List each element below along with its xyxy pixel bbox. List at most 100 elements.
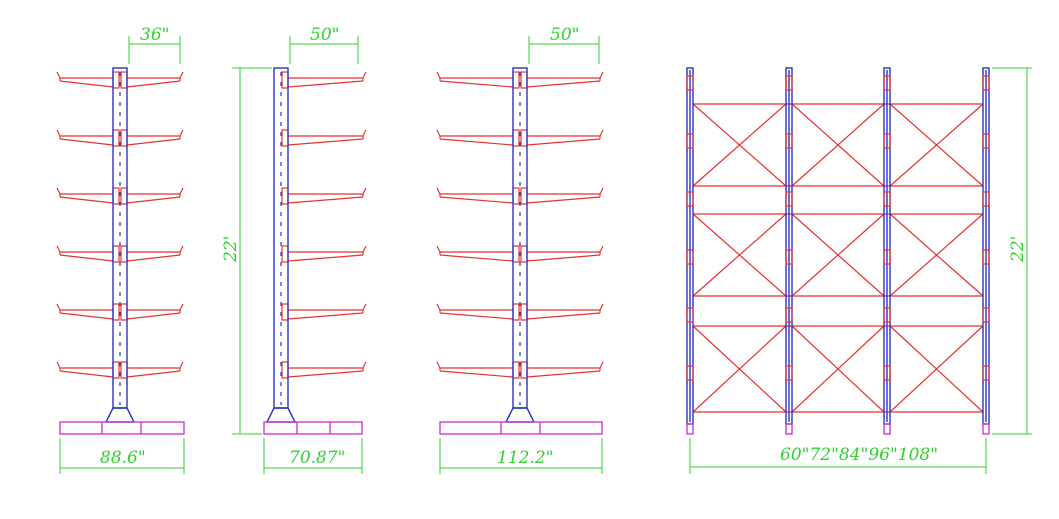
arm-left-5: [436, 303, 520, 321]
front-arm-6: [982, 365, 990, 381]
front-view: 22' 60"72"84"96"108": [686, 67, 1032, 474]
arm-right-2: [120, 129, 184, 147]
arm-bracket: [112, 245, 120, 263]
unit-1-arm-label: 36": [140, 25, 169, 45]
arm-left-4: [56, 245, 120, 263]
arm-bottom: [126, 312, 181, 320]
arm-bracket: [281, 71, 289, 89]
arm-bottom: [126, 80, 181, 88]
arm-lip: [599, 361, 604, 369]
arm-right-6: [281, 361, 367, 379]
brace-x-bay1-panel2-b: [692, 213, 787, 297]
brace-x-bay1-panel3-b: [692, 325, 787, 413]
arm-lip: [179, 187, 184, 195]
arm-bottom: [59, 196, 114, 204]
arm-lip: [599, 129, 604, 137]
arm-lip: [436, 361, 441, 369]
arm-right-3: [120, 187, 184, 205]
arm-bracket: [520, 361, 528, 379]
brace-x-bay3-panel1-b: [889, 103, 984, 187]
unit-2-height-label: 22': [221, 236, 241, 263]
arm-lip: [56, 361, 61, 369]
unit-2-height-dimension: 22': [221, 67, 272, 435]
brace-x-bay2-panel2-b: [791, 213, 885, 297]
front-column-3: [883, 67, 891, 435]
unit-1-column: [104, 67, 136, 423]
brace-x-bay3-panel2-b: [889, 213, 984, 297]
front-arm-4: [686, 249, 694, 265]
arm-lip: [362, 303, 367, 311]
arm-lip: [436, 303, 441, 311]
unit-2-arm-dimension: 50": [289, 25, 359, 64]
arm-bracket: [120, 129, 128, 147]
front-arm-3: [686, 191, 694, 207]
front-arm-1: [686, 75, 694, 91]
front-arm-5: [785, 307, 793, 323]
arm-right-1: [120, 71, 184, 89]
arm-right-6: [520, 361, 604, 379]
unit-3-arm-label: 50": [550, 25, 579, 45]
arm-lip: [436, 187, 441, 195]
front-arm-2: [686, 133, 694, 149]
front-arm-2: [982, 133, 990, 149]
front-column-foot: [686, 423, 694, 435]
front-view-width-label: 60"72"84"96"108": [780, 445, 938, 465]
arm-bracket: [512, 187, 520, 205]
front-arm-6: [883, 365, 891, 381]
arm-lip: [179, 71, 184, 79]
arm-bracket: [112, 129, 120, 147]
arm-lip: [179, 303, 184, 311]
arm-bracket: [112, 361, 120, 379]
arm-left-3: [436, 187, 520, 205]
arm-bracket: [512, 361, 520, 379]
arm-bracket: [281, 303, 289, 321]
arm-lip: [436, 129, 441, 137]
arm-bracket: [520, 245, 528, 263]
arm-right-1: [520, 71, 604, 89]
arm-bracket: [281, 245, 289, 263]
arm-bracket: [512, 71, 520, 89]
arm-bracket: [120, 71, 128, 89]
unit-1-base: [59, 421, 185, 435]
arm-bracket: [512, 245, 520, 263]
unit-1-base-dimension: 88.6": [59, 438, 185, 474]
brace-x-bay1-panel1-b: [692, 103, 787, 187]
arm-right-4: [520, 245, 604, 263]
arm-right-5: [520, 303, 604, 321]
arm-bracket: [512, 303, 520, 321]
arm-left-2: [56, 129, 120, 147]
arm-bottom: [526, 370, 601, 378]
arm-left-6: [436, 361, 520, 379]
unit-2-arm-label: 50": [310, 25, 339, 45]
arm-right-2: [520, 129, 604, 147]
arm-bracket: [120, 361, 128, 379]
arm-bracket: [112, 303, 120, 321]
arm-bracket: [281, 361, 289, 379]
arm-lip: [56, 71, 61, 79]
front-column-foot: [982, 423, 990, 435]
arm-bottom: [439, 370, 514, 378]
arm-bracket: [120, 245, 128, 263]
front-column-1: [686, 67, 694, 435]
unit-3-base-label: 112.2": [497, 448, 554, 468]
arm-lip: [599, 187, 604, 195]
arm-bottom: [126, 254, 181, 262]
front-arm-3: [785, 191, 793, 207]
arm-bottom: [59, 370, 114, 378]
arm-left-6: [56, 361, 120, 379]
arm-lip: [56, 245, 61, 253]
arm-lip: [179, 129, 184, 137]
arm-left-3: [56, 187, 120, 205]
front-column-4: [982, 67, 990, 435]
arm-bracket: [120, 187, 128, 205]
arm-bracket: [520, 303, 528, 321]
arm-lip: [56, 129, 61, 137]
arm-bracket: [512, 129, 520, 147]
arm-bottom: [59, 254, 114, 262]
arm-bottom: [287, 312, 364, 320]
front-arm-5: [982, 307, 990, 323]
arm-left-1: [436, 71, 520, 89]
arm-bracket: [112, 187, 120, 205]
arm-left-2: [436, 129, 520, 147]
